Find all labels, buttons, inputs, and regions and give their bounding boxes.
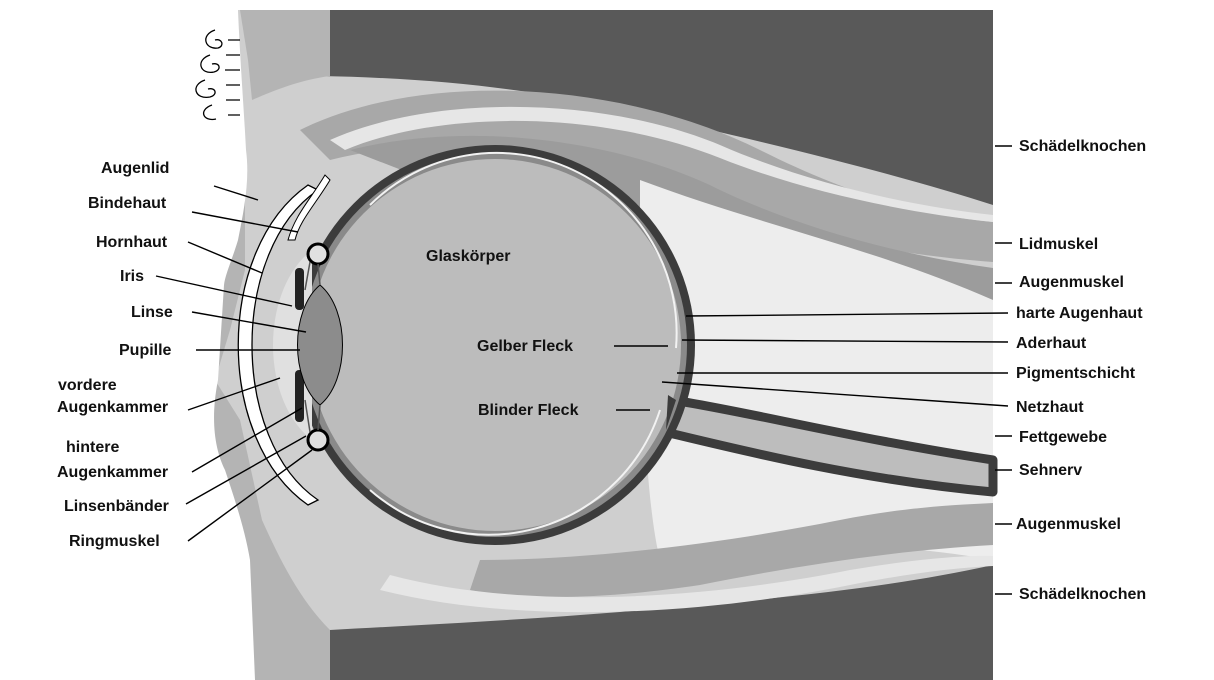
label-vordere: vordere (58, 377, 117, 394)
ciliary-upper (308, 244, 328, 264)
label-pigmentschicht: Pigmentschicht (1016, 365, 1136, 382)
label-fettgewebe: Fettgewebe (1019, 429, 1107, 446)
label-hornhaut: Hornhaut (96, 234, 168, 251)
label-blinder-fleck: Blinder Fleck (478, 402, 579, 419)
label-linse: Linse (131, 304, 173, 321)
label-aderhaut: Aderhaut (1016, 335, 1087, 352)
label-augenkammer-vordere: Augenkammer (57, 399, 168, 416)
label-harte-augenhaut: harte Augenhaut (1016, 305, 1143, 322)
label-gelber-fleck: Gelber Fleck (477, 338, 573, 355)
label-schaedelknochen-bottom: Schädelknochen (1019, 586, 1146, 603)
label-augenmuskel-bottom: Augenmuskel (1016, 516, 1121, 533)
ciliary-lower (308, 430, 328, 450)
label-netzhaut: Netzhaut (1016, 399, 1084, 416)
label-hintere: hintere (66, 439, 119, 456)
label-augenmuskel-top: Augenmuskel (1019, 274, 1124, 291)
label-linsenbaender: Linsenbänder (64, 498, 169, 515)
iris-upper (295, 268, 304, 310)
label-bindehaut: Bindehaut (88, 195, 167, 212)
label-iris: Iris (120, 268, 144, 285)
label-pupille: Pupille (119, 342, 172, 359)
label-ringmuskel: Ringmuskel (69, 533, 160, 550)
label-schaedelknochen-top: Schädelknochen (1019, 138, 1146, 155)
label-augenkammer-hintere: Augenkammer (57, 464, 168, 481)
label-glaskoerper: Glaskörper (426, 248, 510, 265)
label-augenlid: Augenlid (101, 160, 169, 177)
right-labels: Schädelknochen Lidmuskel Augenmuskel har… (1016, 138, 1146, 603)
label-sehnerv: Sehnerv (1019, 462, 1082, 479)
label-lidmuskel: Lidmuskel (1019, 236, 1098, 253)
